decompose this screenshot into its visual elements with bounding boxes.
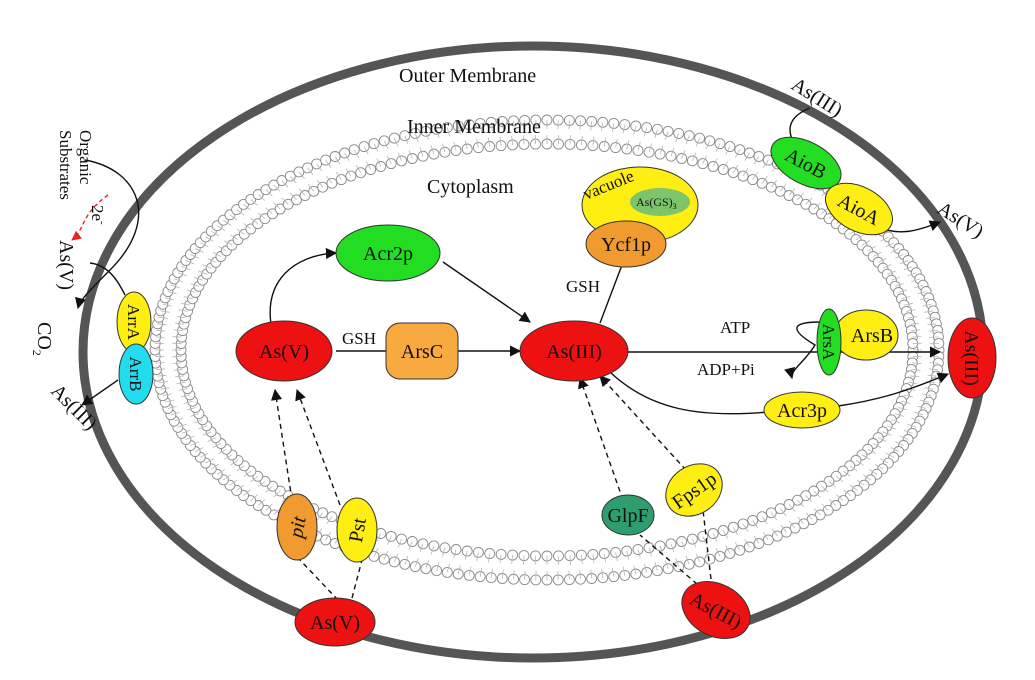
lipid-tail [929, 337, 938, 338]
lipid-tail [569, 571, 570, 580]
lipid-tail [156, 337, 165, 338]
organic-substrates-label-1: Organic [76, 130, 95, 185]
inner-membrane-label: Inner Membrane [407, 116, 541, 138]
electrons-label: 2e- [88, 205, 108, 225]
svg-text:ArrB: ArrB [126, 357, 145, 392]
lipid-tail [524, 556, 525, 565]
svg-text:GlpF: GlpF [607, 505, 648, 527]
as-iii-center: As(III) [520, 321, 628, 381]
dash-asv-bottom-to-pit [300, 560, 338, 600]
svg-text:Acr3p: Acr3p [777, 400, 827, 422]
as-iii-right-out: As(III) [948, 318, 996, 398]
gsh-label-left: GSH [342, 329, 376, 348]
as-v-bottom: As(V) [295, 598, 375, 646]
glpf-node: GlpF [602, 495, 654, 535]
svg-text:ArsB: ArsB [851, 325, 893, 347]
lipid-tail [570, 135, 571, 144]
arsb-node: ArsB [834, 310, 898, 360]
as-v-left-label: As(V) [55, 240, 77, 290]
arrow-acr2p-to-asiii [443, 262, 530, 322]
arrow-asv-to-acr2p [270, 253, 336, 330]
lipid-head [609, 118, 619, 128]
dash-asiii-bottom-to-fps1p [703, 510, 712, 588]
acr3p-node: Acr3p [764, 392, 840, 428]
arsa-node: ArsA [817, 309, 841, 375]
cytoplasm-label: Cytoplasm [427, 176, 514, 198]
as-v-top-right-label: As(V) [933, 198, 987, 243]
as-v-center: As(V) [236, 321, 332, 381]
lipid-tail [525, 571, 526, 580]
svg-text:Pst: Pst [345, 516, 371, 544]
svg-text:ArsC: ArsC [401, 341, 443, 363]
adp-pi-label: ADP+Pi [697, 360, 755, 379]
dash-glpf-to-asiii [580, 378, 623, 500]
outer-membrane-label: Outer Membrane [399, 65, 536, 87]
dash-fps1p-to-asiii [600, 376, 686, 470]
dash-pit-to-asv [275, 390, 292, 500]
acr2p-node: Acr2p [336, 225, 440, 281]
svg-text:Ycf1p: Ycf1p [601, 234, 651, 256]
arrb-node: ArrB [119, 344, 153, 404]
lipid-tail [156, 363, 165, 364]
as-gs3-label: As(GS)3 [636, 195, 677, 211]
svg-text:As(III): As(III) [546, 341, 602, 363]
svg-text:ArsA: ArsA [819, 324, 838, 362]
atp-label: ATP [720, 318, 750, 337]
svg-text:As(V): As(V) [259, 341, 309, 363]
line-asiii-to-ycf1p [600, 265, 622, 323]
pst-node: Pst [337, 498, 377, 562]
svg-text:As(V): As(V) [310, 612, 360, 634]
curve-atp-adp [792, 322, 820, 378]
lipid-tail [570, 556, 571, 565]
lipid-tail [569, 120, 570, 129]
arsc-node: ArsC [386, 323, 458, 379]
dash-pst-to-asv [297, 390, 340, 505]
organic-substrates-label-2: Substrates [56, 130, 75, 200]
co2-label: CO2 [30, 322, 55, 356]
svg-text:ArrA: ArrA [124, 304, 143, 341]
pit-node: pit [277, 494, 317, 560]
arra-node: ArrA [117, 292, 151, 352]
svg-text:As(III): As(III) [960, 330, 982, 386]
svg-text:Acr2p: Acr2p [363, 243, 413, 265]
gsh-label-top: GSH [566, 277, 600, 296]
dash-asv-bottom-to-pst [352, 560, 362, 598]
lipid-tail [929, 363, 938, 364]
fps1p-node: Fps1p [656, 453, 733, 527]
ycf1p-node: Ycf1p [586, 221, 666, 267]
